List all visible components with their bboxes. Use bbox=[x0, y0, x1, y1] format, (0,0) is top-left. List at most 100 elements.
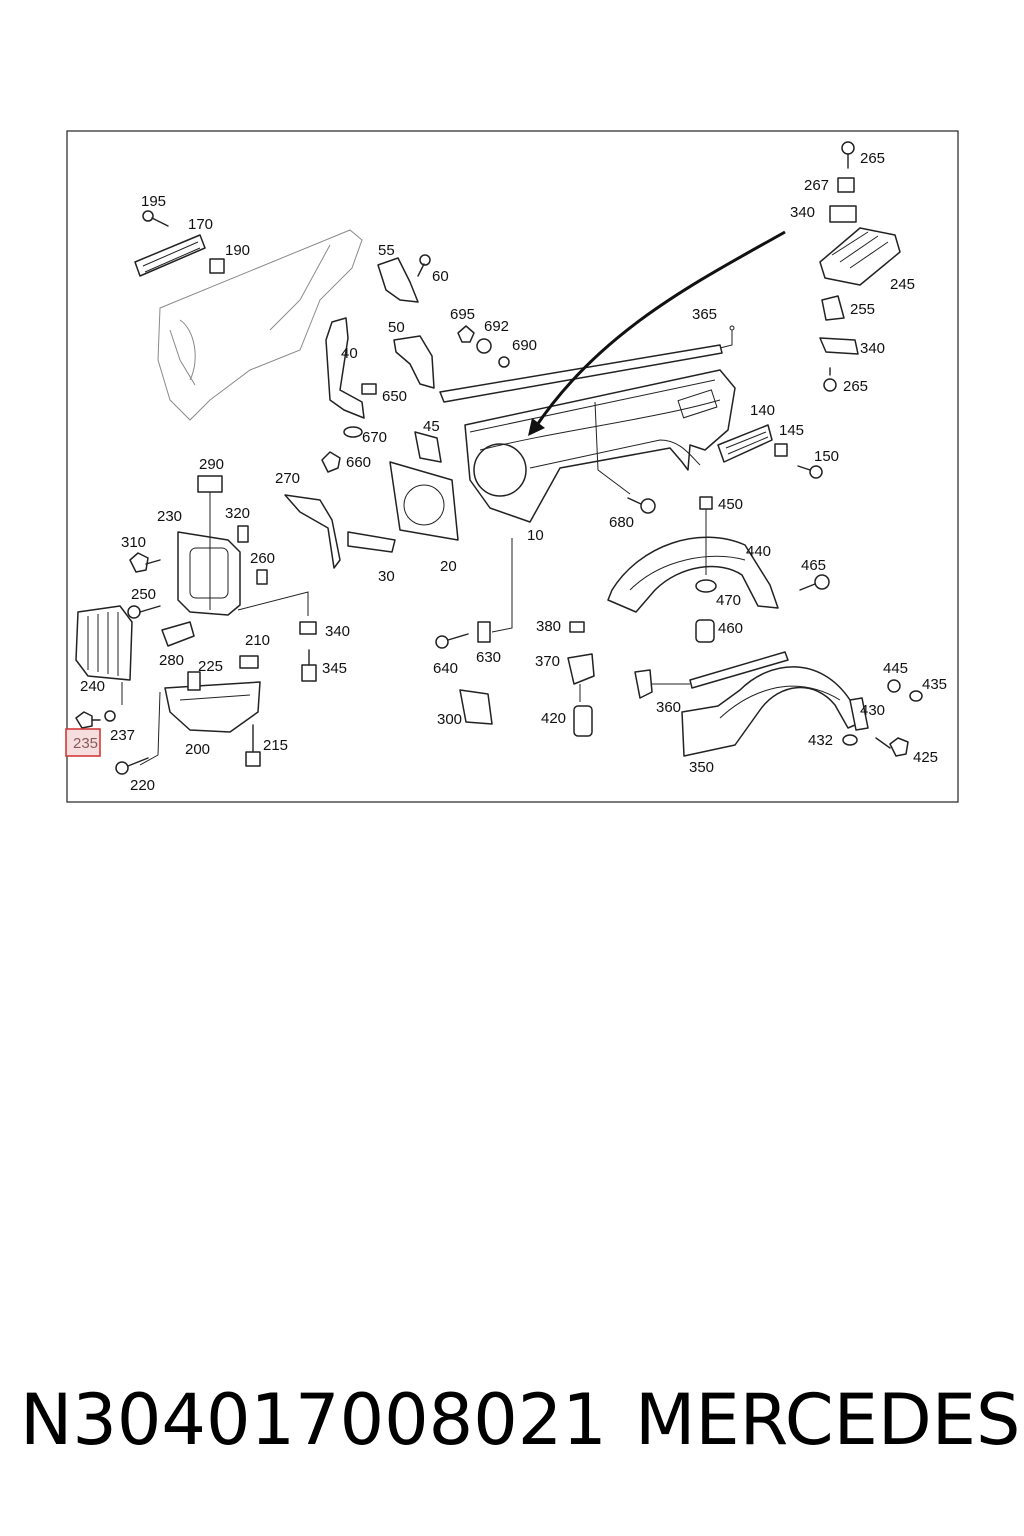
part-190-clip bbox=[209, 258, 225, 274]
callout-215[interactable]: 215 bbox=[263, 737, 288, 754]
callout-310[interactable]: 310 bbox=[121, 534, 146, 551]
callout-150[interactable]: 150 bbox=[814, 448, 839, 465]
callout-692[interactable]: 692 bbox=[484, 318, 509, 335]
part-470-washer bbox=[695, 579, 717, 593]
part-250-screw bbox=[127, 605, 161, 619]
callout-200[interactable]: 200 bbox=[185, 741, 210, 758]
callout-60[interactable]: 60 bbox=[432, 268, 449, 285]
diagram-frame bbox=[66, 130, 959, 803]
part-310-bolt bbox=[129, 552, 161, 573]
callout-290[interactable]: 290 bbox=[199, 456, 224, 473]
part-290-clip bbox=[197, 475, 223, 493]
callout-265-low[interactable]: 265 bbox=[843, 378, 868, 395]
part-170-trim bbox=[134, 234, 206, 277]
callout-145[interactable]: 145 bbox=[779, 422, 804, 439]
callout-240[interactable]: 240 bbox=[80, 678, 105, 695]
leader-630 bbox=[491, 538, 513, 633]
callout-265-top[interactable]: 265 bbox=[860, 150, 885, 167]
callout-425[interactable]: 425 bbox=[913, 749, 938, 766]
part-260-clip bbox=[256, 569, 268, 585]
part-692-washer bbox=[476, 338, 492, 354]
callout-30[interactable]: 30 bbox=[378, 568, 395, 585]
part-280-bracket bbox=[161, 621, 195, 647]
part-265-screw-low bbox=[823, 367, 837, 392]
part-345-screw bbox=[301, 649, 317, 682]
highlight-235-callout[interactable]: 235 bbox=[65, 728, 101, 757]
callout-470[interactable]: 470 bbox=[716, 592, 741, 609]
callout-140[interactable]: 140 bbox=[750, 402, 775, 419]
callout-255[interactable]: 255 bbox=[850, 301, 875, 318]
callout-340-top[interactable]: 340 bbox=[790, 204, 815, 221]
part-10-fender bbox=[464, 369, 736, 523]
callout-220[interactable]: 220 bbox=[130, 777, 155, 794]
callout-10[interactable]: 10 bbox=[527, 527, 544, 544]
callout-445[interactable]: 445 bbox=[883, 660, 908, 677]
callout-465[interactable]: 465 bbox=[801, 557, 826, 574]
part-630-clip bbox=[477, 621, 491, 643]
callout-40[interactable]: 40 bbox=[341, 345, 358, 362]
callout-225[interactable]: 225 bbox=[198, 658, 223, 675]
assembly-arrowhead bbox=[528, 418, 545, 436]
part-340-top-clip bbox=[829, 205, 857, 223]
part-445-nut bbox=[887, 679, 901, 693]
callout-280[interactable]: 280 bbox=[159, 652, 184, 669]
callout-345[interactable]: 345 bbox=[322, 660, 347, 677]
callout-630[interactable]: 630 bbox=[476, 649, 501, 666]
callout-267[interactable]: 267 bbox=[804, 177, 829, 194]
callout-365[interactable]: 365 bbox=[692, 306, 717, 323]
callout-430[interactable]: 430 bbox=[860, 702, 885, 719]
callout-190[interactable]: 190 bbox=[225, 242, 250, 259]
part-450-clip bbox=[699, 496, 713, 510]
callout-300[interactable]: 300 bbox=[437, 711, 462, 728]
part-650-nut bbox=[361, 383, 377, 395]
callout-340-low[interactable]: 340 bbox=[325, 623, 350, 640]
callout-435[interactable]: 435 bbox=[922, 676, 947, 693]
part-145-clip bbox=[774, 443, 788, 457]
part-380-clip bbox=[569, 621, 585, 633]
callout-270[interactable]: 270 bbox=[275, 470, 300, 487]
svg-text:235: 235 bbox=[73, 735, 98, 752]
part-370-bracket bbox=[567, 653, 595, 685]
callout-380[interactable]: 380 bbox=[536, 618, 561, 635]
callout-640[interactable]: 640 bbox=[433, 660, 458, 677]
callout-660[interactable]: 660 bbox=[346, 454, 371, 471]
callout-650[interactable]: 650 bbox=[382, 388, 407, 405]
callout-690[interactable]: 690 bbox=[512, 337, 537, 354]
callout-695[interactable]: 695 bbox=[450, 306, 475, 323]
callout-340-mid[interactable]: 340 bbox=[860, 340, 885, 357]
callout-230[interactable]: 230 bbox=[157, 508, 182, 525]
callout-460[interactable]: 460 bbox=[718, 620, 743, 637]
part-240-grille bbox=[75, 605, 133, 681]
leader-220 bbox=[139, 691, 161, 766]
part-465-bolt bbox=[799, 574, 830, 591]
part-215-screw bbox=[245, 724, 261, 767]
callout-370[interactable]: 370 bbox=[535, 653, 560, 670]
callout-55[interactable]: 55 bbox=[378, 242, 395, 259]
callout-432[interactable]: 432 bbox=[808, 732, 833, 749]
callout-440[interactable]: 440 bbox=[746, 543, 771, 560]
callout-45[interactable]: 45 bbox=[423, 418, 440, 435]
part-360-strip bbox=[689, 651, 789, 689]
callout-680[interactable]: 680 bbox=[609, 514, 634, 531]
callout-20[interactable]: 20 bbox=[440, 558, 457, 575]
callout-210[interactable]: 210 bbox=[245, 632, 270, 649]
part-660-nut bbox=[321, 451, 341, 473]
callout-670[interactable]: 670 bbox=[362, 429, 387, 446]
callout-50[interactable]: 50 bbox=[388, 319, 405, 336]
callout-350[interactable]: 350 bbox=[689, 759, 714, 776]
callout-360[interactable]: 360 bbox=[656, 699, 681, 716]
callout-245[interactable]: 245 bbox=[890, 276, 915, 293]
callout-420[interactable]: 420 bbox=[541, 710, 566, 727]
part-432-washer bbox=[842, 734, 858, 746]
callout-450[interactable]: 450 bbox=[718, 496, 743, 513]
callout-260[interactable]: 260 bbox=[250, 550, 275, 567]
part-640-screw bbox=[435, 633, 469, 649]
part-30-rail bbox=[347, 531, 396, 553]
callout-250[interactable]: 250 bbox=[131, 586, 156, 603]
callout-170[interactable]: 170 bbox=[188, 216, 213, 233]
callout-320[interactable]: 320 bbox=[225, 505, 250, 522]
callout-195[interactable]: 195 bbox=[141, 193, 166, 210]
callout-237[interactable]: 237 bbox=[110, 727, 135, 744]
part-265-screw-top bbox=[841, 141, 855, 169]
part-60-screw bbox=[417, 254, 431, 277]
